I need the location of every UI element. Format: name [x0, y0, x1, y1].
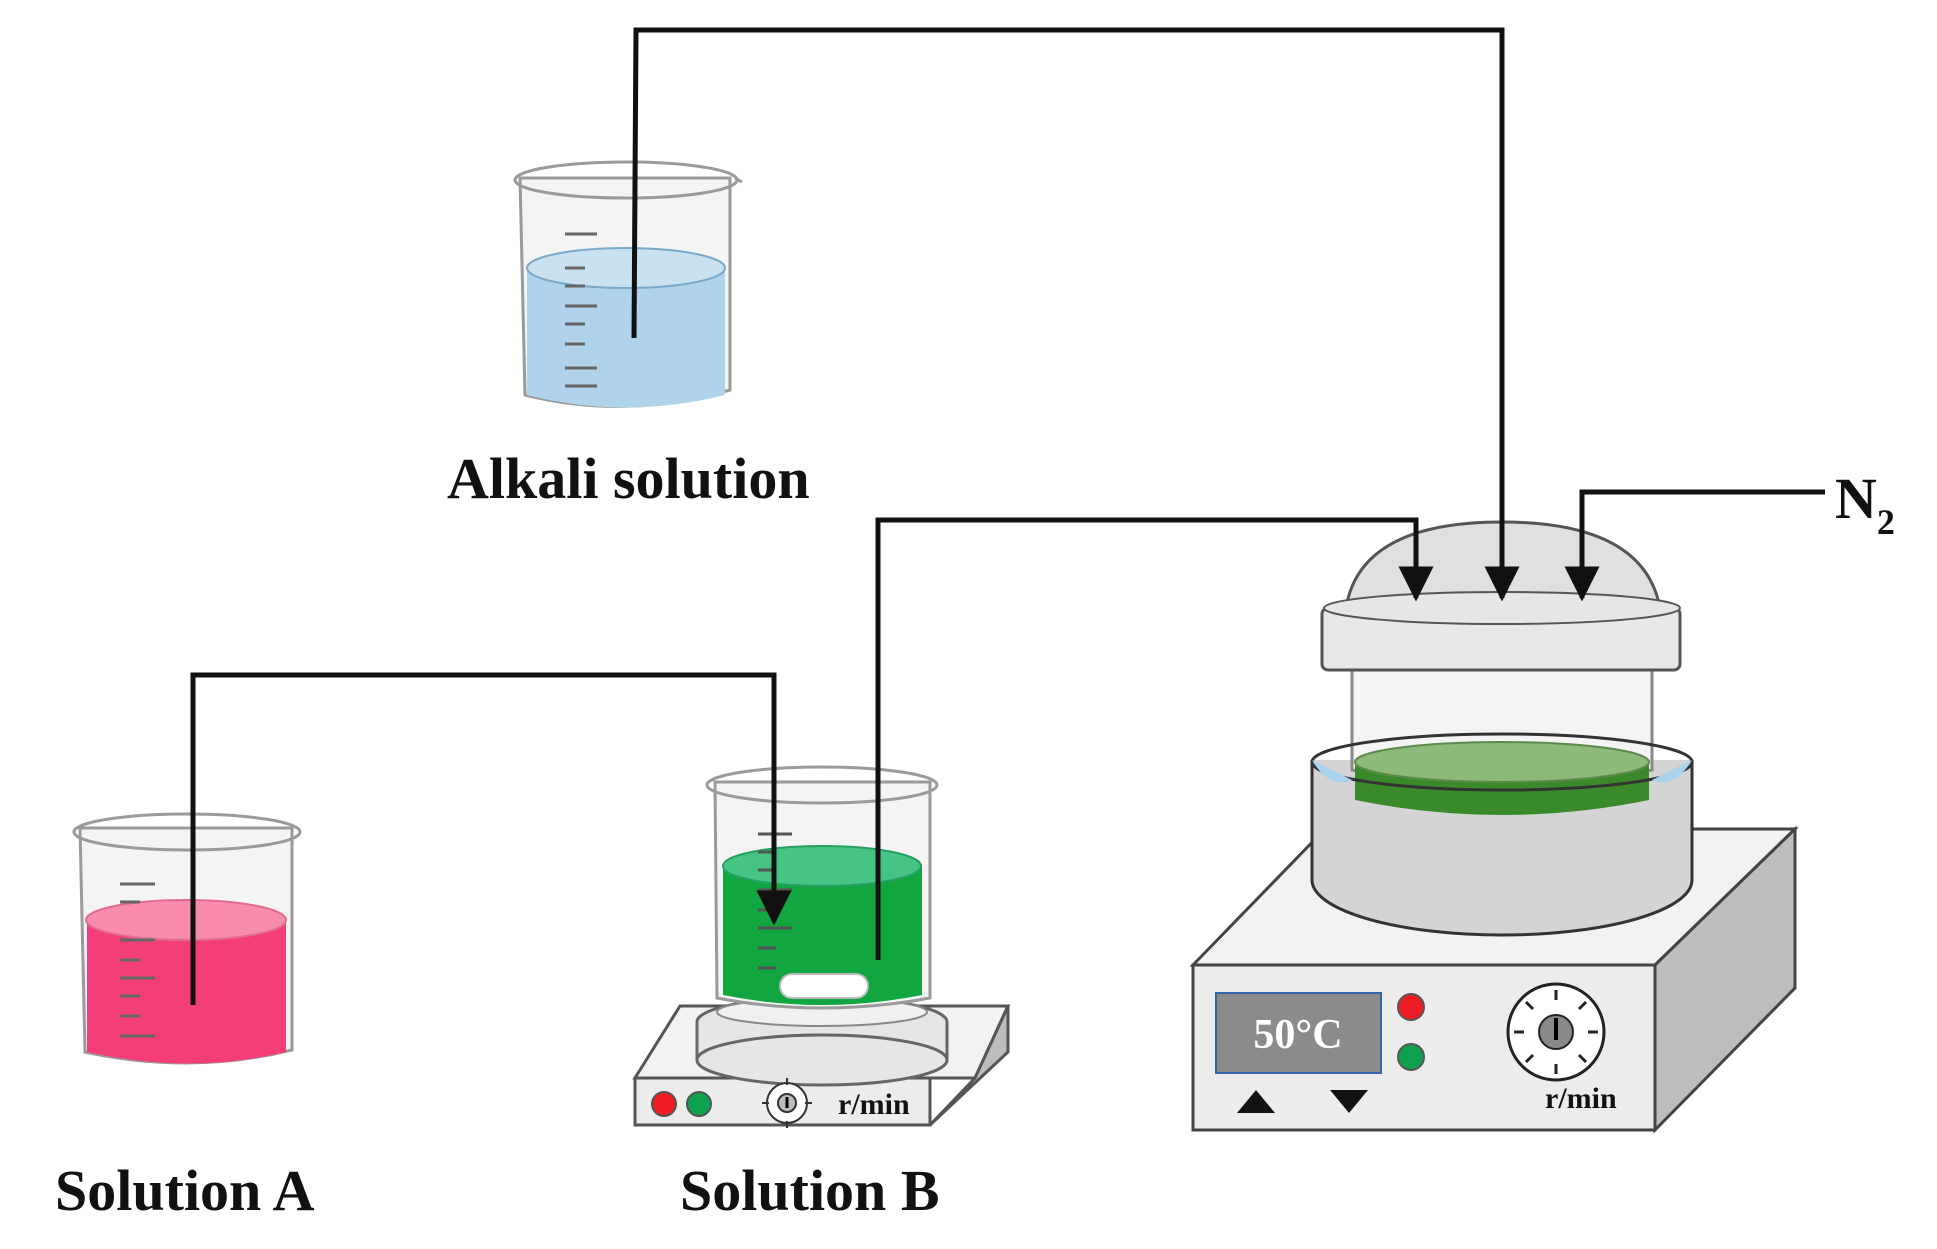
temperature-readout: 50°C — [1253, 1012, 1342, 1058]
solution-b-to-reactor-tube — [875, 517, 1434, 960]
reactor-red-led — [1397, 993, 1425, 1021]
small-magnetic-stirrer: r/min — [632, 995, 1011, 1128]
solution-a-liquid — [87, 908, 286, 1064]
small-stirrer-red-led — [651, 1091, 677, 1117]
temperature-down-icon[interactable] — [1330, 1090, 1368, 1113]
speed-dial-icon[interactable] — [1506, 982, 1606, 1082]
small-stirrer-green-led — [686, 1091, 712, 1117]
solution-b-beaker — [705, 765, 939, 1010]
temperature-display — [1215, 992, 1382, 1074]
solution-a-to-b-tube — [190, 672, 792, 1005]
alkali-tube — [631, 27, 1520, 602]
nitrogen-label: N2 — [1835, 466, 1895, 542]
solution-a-beaker — [72, 812, 302, 1065]
small-stirrer-unit-label: r/min — [838, 1088, 910, 1121]
nitrogen-symbol: N — [1835, 466, 1877, 531]
alkali-graduations — [565, 232, 597, 388]
reactor-hotplate: 50°C r/min — [1189, 520, 1799, 1134]
reactor-vessel — [1350, 658, 1654, 815]
alkali-beaker — [513, 160, 743, 408]
solution-a-graduations — [120, 882, 155, 1038]
nitrogen-tube — [1564, 489, 1825, 602]
solution-b-label: Solution B — [680, 1158, 940, 1223]
small-stirrer-knob[interactable] — [762, 1078, 812, 1128]
temperature-up-icon[interactable] — [1237, 1090, 1275, 1113]
water-bath — [1310, 760, 1694, 937]
tubing-lines — [190, 27, 1825, 1005]
solution-a-label: Solution A — [55, 1158, 315, 1223]
reactor-green-led — [1397, 1043, 1425, 1071]
reactor-unit-label: r/min — [1545, 1082, 1617, 1115]
alkali-liquid — [527, 256, 725, 408]
stir-bar — [779, 973, 869, 999]
alkali-solution-label: Alkali solution — [447, 446, 810, 511]
nitrogen-subscript: 2 — [1877, 502, 1895, 542]
